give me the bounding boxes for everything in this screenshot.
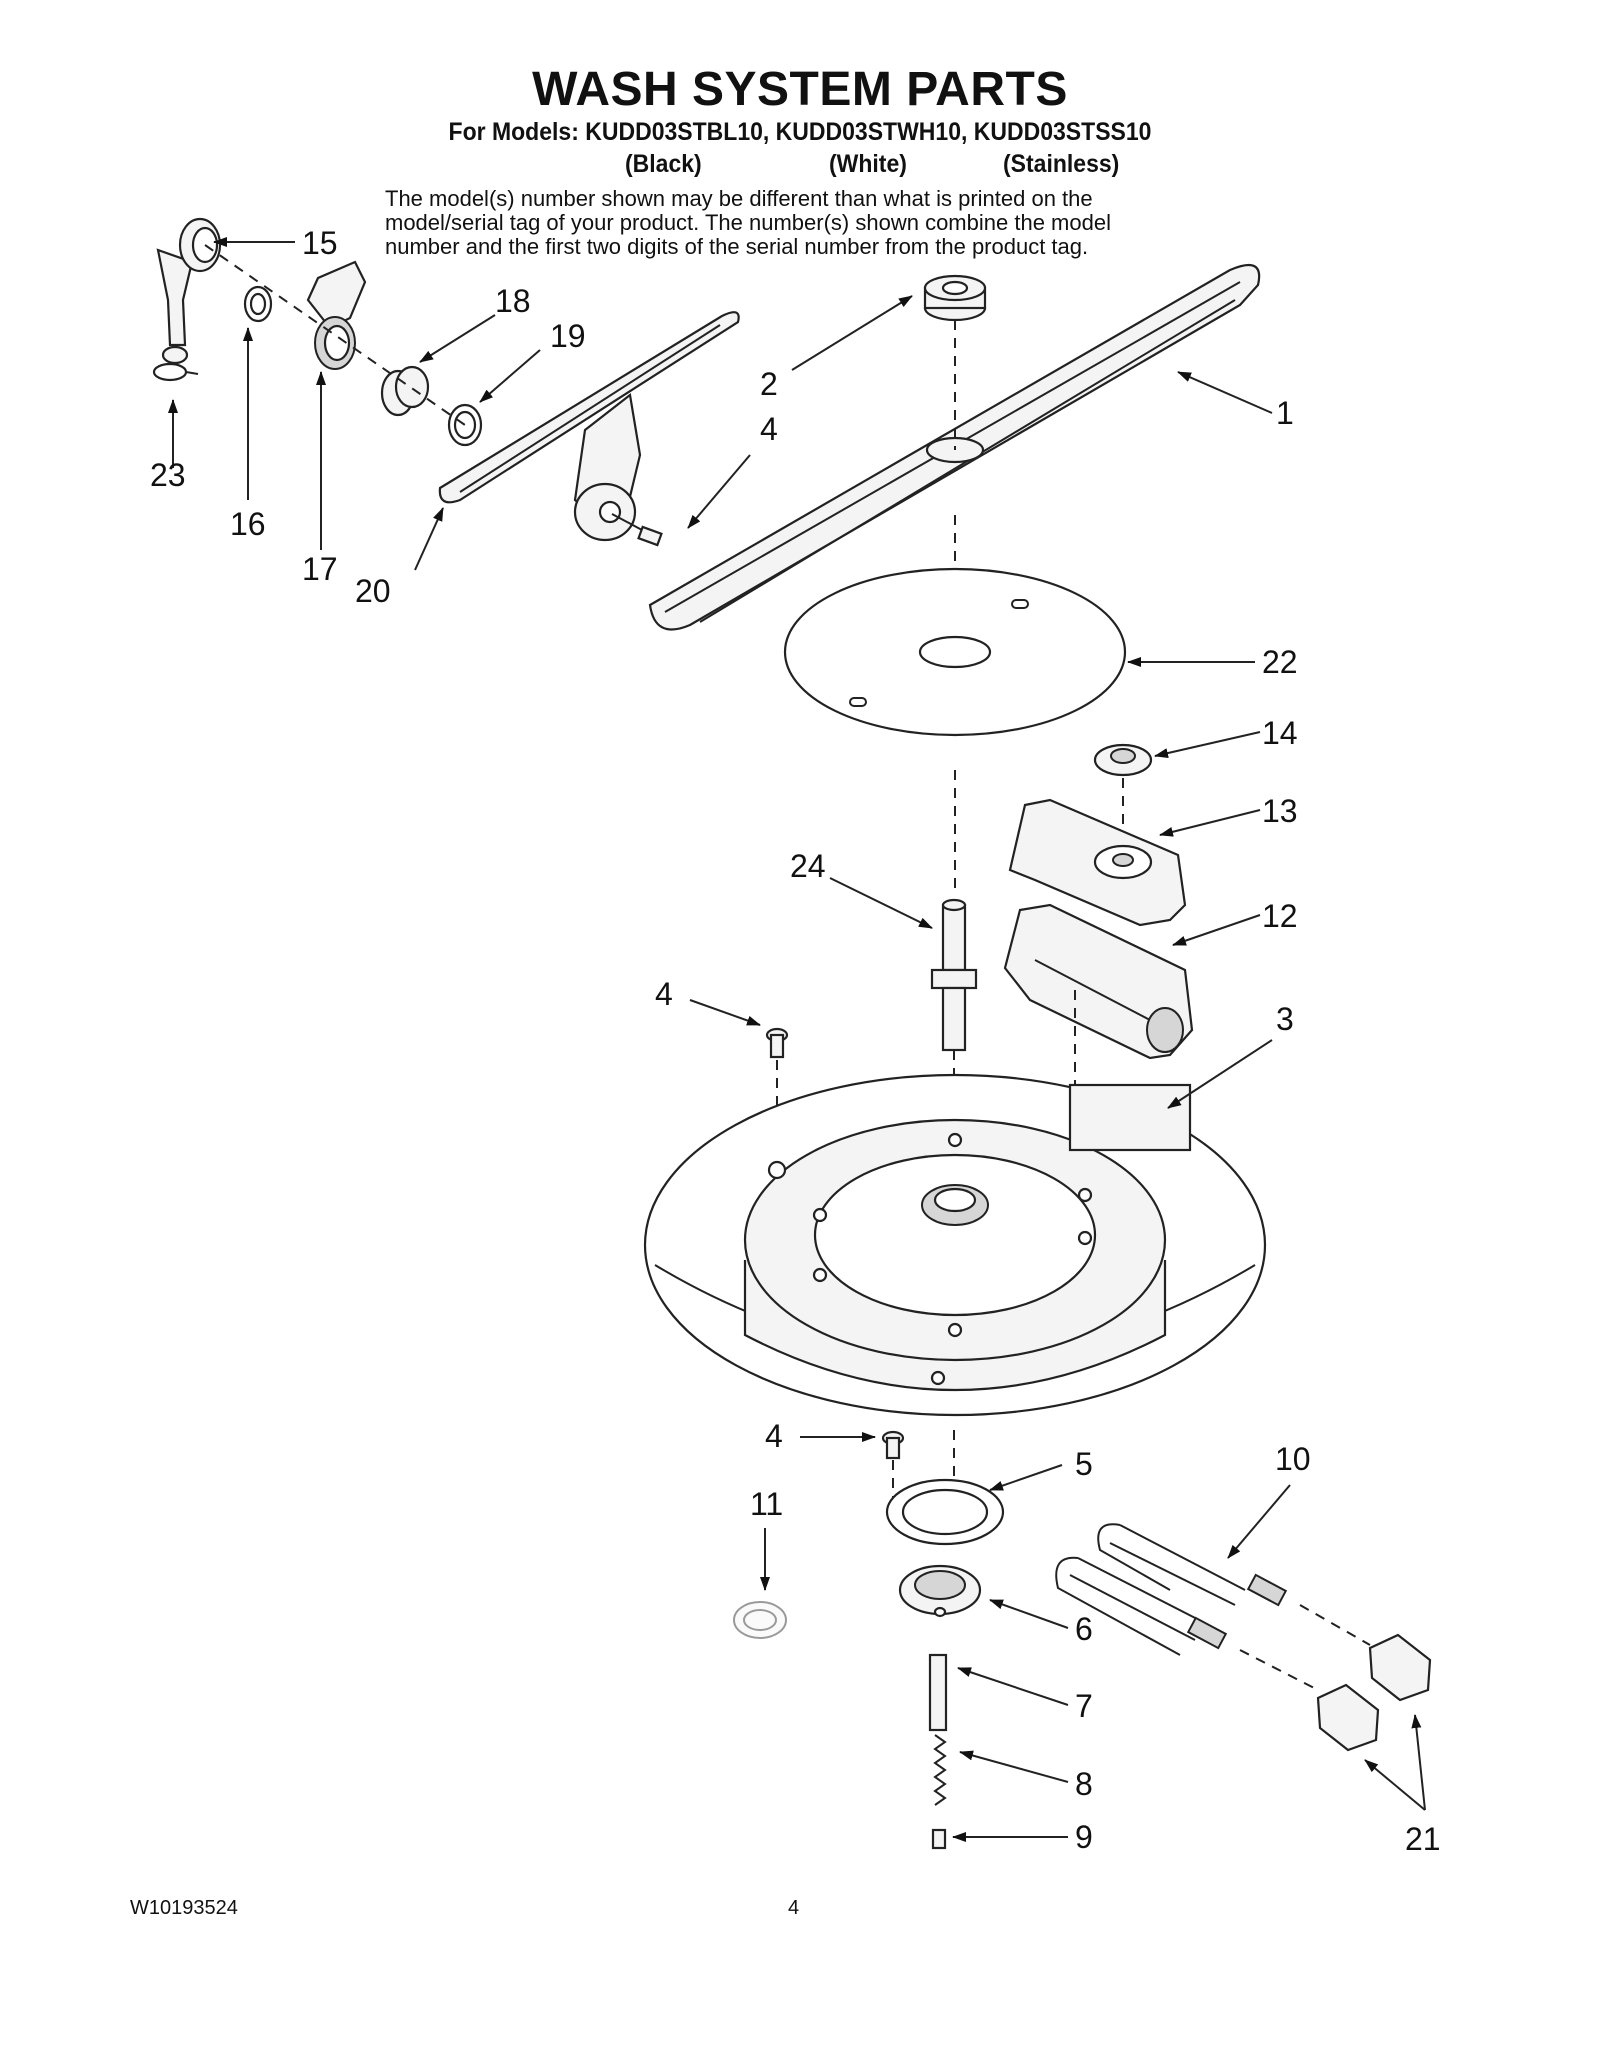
part-14-cap bbox=[1093, 743, 1153, 777]
part-12-filter bbox=[1003, 903, 1194, 1060]
callout-22: 22 bbox=[1262, 644, 1298, 680]
part-22-disk bbox=[783, 567, 1127, 737]
part-10-heating-element bbox=[1055, 1523, 1371, 1691]
callout-23: 23 bbox=[150, 457, 186, 493]
part-24-shaft bbox=[930, 898, 978, 1052]
part-7-pin bbox=[928, 1653, 948, 1732]
part-5-gasket bbox=[885, 1478, 1005, 1546]
note-line-2: model/serial tag of your product. The nu… bbox=[385, 210, 1111, 235]
part-4-screw-middle bbox=[765, 1027, 789, 1059]
part-17-seal-bracket bbox=[306, 260, 367, 370]
callout-9: 9 bbox=[1075, 1819, 1093, 1855]
part-13-filter-cover bbox=[1008, 798, 1187, 927]
callout-11: 11 bbox=[750, 1486, 783, 1522]
callout-18: 18 bbox=[495, 283, 531, 319]
part-3-sump-base bbox=[643, 1073, 1267, 1417]
part-23-clamp bbox=[152, 362, 199, 382]
callout-1: 1 bbox=[1276, 395, 1294, 431]
callout-4-upper: 4 bbox=[760, 411, 778, 447]
variant-white: (White) bbox=[829, 150, 907, 178]
callout-10: 10 bbox=[1275, 1441, 1311, 1477]
note-line-1: The model(s) number shown may be differe… bbox=[385, 186, 1093, 211]
callout-7: 7 bbox=[1075, 1688, 1093, 1724]
page-number: 4 bbox=[788, 1897, 800, 1919]
part-4-screw-upper bbox=[611, 513, 663, 547]
part-21-nuts bbox=[1316, 1633, 1432, 1752]
part-6-diaphragm bbox=[898, 1564, 982, 1618]
callout-16: 16 bbox=[230, 506, 266, 542]
callout-20: 20 bbox=[355, 573, 391, 609]
callout-3: 3 bbox=[1276, 1001, 1294, 1037]
callout-4-middle: 4 bbox=[655, 976, 673, 1012]
callout-13: 13 bbox=[1262, 793, 1298, 829]
callout-8: 8 bbox=[1075, 1766, 1093, 1802]
callout-4-lower: 4 bbox=[765, 1418, 783, 1454]
callout-17: 17 bbox=[302, 551, 338, 587]
callout-2: 2 bbox=[760, 366, 778, 402]
callout-24: 24 bbox=[790, 848, 826, 884]
model-note: The model(s) number shown may be differe… bbox=[385, 187, 1215, 259]
part-11-ring bbox=[733, 1601, 787, 1639]
page-title: WASH SYSTEM PARTS bbox=[532, 63, 1068, 116]
part-8-spring bbox=[933, 1734, 947, 1806]
part-4-screw-lower bbox=[881, 1430, 905, 1460]
note-line-3: number and the first two digits of the s… bbox=[385, 234, 1089, 259]
variant-black: (Black) bbox=[625, 150, 702, 178]
callout-15: 15 bbox=[302, 225, 338, 261]
doc-number: W10193524 bbox=[130, 1897, 238, 1919]
part-15-inlet-elbow bbox=[156, 217, 222, 365]
callout-labels: 1 2 3 4 4 4 5 6 7 8 9 10 11 12 13 14 15 … bbox=[150, 225, 1441, 1857]
part-9-cap bbox=[931, 1828, 947, 1850]
variant-stainless: (Stainless) bbox=[1003, 150, 1120, 178]
callout-5: 5 bbox=[1075, 1446, 1093, 1482]
callout-6: 6 bbox=[1075, 1611, 1093, 1647]
callout-21: 21 bbox=[1405, 1821, 1441, 1857]
leader-arrows bbox=[168, 237, 1426, 1842]
models-line: For Models: KUDD03STBL10, KUDD03STWH10, … bbox=[448, 118, 1152, 146]
callout-14: 14 bbox=[1262, 715, 1298, 751]
callout-12: 12 bbox=[1262, 898, 1298, 934]
part-20-upper-spray-arm bbox=[438, 311, 740, 542]
part-18-hub bbox=[380, 365, 430, 417]
callout-19: 19 bbox=[550, 318, 586, 354]
part-2-hub-nut bbox=[923, 274, 987, 322]
